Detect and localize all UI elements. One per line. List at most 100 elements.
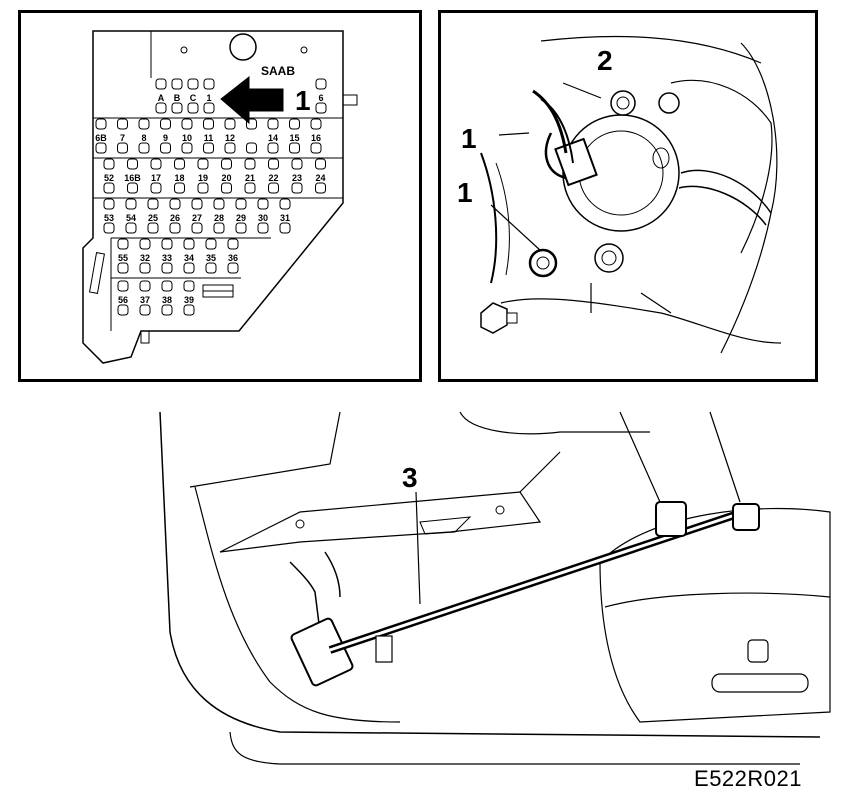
fuse-slot (291, 158, 303, 170)
callout-1-lower: 1 (457, 177, 473, 208)
fuse-slot (171, 78, 183, 90)
fuse-slot (169, 198, 181, 210)
fuse-label: 30 (258, 213, 268, 223)
fuse-slot (244, 158, 256, 170)
fuse-slot (213, 222, 225, 234)
fuse-slot (183, 304, 195, 316)
fuse-slot (117, 118, 128, 130)
fuse-label: 15 (289, 133, 299, 143)
fuse-slot (267, 118, 279, 130)
fuse-label: C (190, 93, 197, 103)
fuse-slot (246, 118, 257, 130)
engine-detail-panel: 2 1 1 (438, 10, 818, 382)
fuse-slot (197, 158, 209, 170)
fuse-label: 9 (163, 133, 168, 143)
fuse-slot (191, 222, 203, 234)
fuse-slot (139, 238, 151, 250)
fuse-slot (138, 118, 150, 130)
rod-end (732, 503, 760, 531)
fuse-label: 52 (104, 173, 114, 183)
fuse-slot (187, 102, 199, 114)
fuse-label: 32 (140, 253, 150, 263)
fuse-label: 8 (141, 133, 146, 143)
fuse-slot (150, 182, 162, 194)
fuse-slot (155, 102, 167, 114)
fuse-slot (160, 118, 171, 130)
fuse-slot (103, 222, 115, 234)
fuse-label: 20 (221, 173, 231, 183)
fuse-slot (171, 102, 183, 114)
fuse-label: 23 (292, 173, 302, 183)
fuse-slot (291, 182, 303, 194)
fuse-slot (103, 182, 115, 194)
fuse-label: 26 (170, 213, 180, 223)
fuse-label: 22 (268, 173, 278, 183)
fuse-slot (203, 142, 214, 154)
fuse-slot (117, 142, 128, 154)
fuse-label: 38 (162, 295, 172, 305)
seat-detail-drawing: 3 E522R021 (0, 392, 864, 812)
fuse-slot (203, 102, 215, 114)
fuse-slot (181, 142, 193, 154)
floor-bracket (219, 491, 542, 553)
fuse-label: 33 (162, 253, 172, 263)
rod-clamp (655, 501, 687, 537)
fuse-label: 35 (206, 253, 216, 263)
fuse-slot (279, 198, 291, 210)
fuse-slot (127, 158, 138, 170)
pedal (290, 617, 354, 687)
fuse-label: A (158, 93, 165, 103)
fuse-slot (125, 222, 137, 234)
fuse-label: 16B (124, 173, 141, 183)
fuse-label: 36 (228, 253, 238, 263)
saab-logo: SAAB (261, 64, 295, 78)
fuse-label: 21 (245, 173, 255, 183)
fuse-slot (221, 182, 232, 194)
fuse-slot (95, 118, 107, 130)
fuse-label: 19 (198, 173, 208, 183)
callout-1-fuse: 1 (295, 85, 311, 116)
fuse-slot (138, 142, 150, 154)
fuse-slot (205, 262, 217, 274)
fuse-slot (257, 198, 269, 210)
fuse-slot (174, 158, 185, 170)
fuse-slot (117, 304, 129, 316)
fuse-slot (267, 142, 279, 154)
fuse-label: 11 (204, 133, 214, 143)
door-sill (159, 411, 821, 738)
fuse-slot (139, 262, 151, 274)
fuse-slot (160, 142, 171, 154)
callout-1-upper: 1 (461, 123, 477, 154)
fuse-label: 54 (126, 213, 136, 223)
fuse-label: 25 (148, 213, 158, 223)
fuse-slot (187, 78, 199, 90)
fuse-slot (139, 280, 151, 292)
fuse-slot (183, 238, 195, 250)
fuse-label: 1 (206, 93, 211, 103)
fuse-slot (117, 280, 129, 292)
fuse-slot (183, 280, 195, 292)
fuse-slot (213, 198, 225, 210)
fuse-label: 31 (280, 213, 290, 223)
fuse-slot (191, 198, 203, 210)
fuse-slot (315, 102, 327, 114)
arrow-icon (220, 75, 284, 125)
fuse-label: 6 (318, 93, 323, 103)
fuse-slot (155, 78, 167, 90)
fuse-slot (279, 222, 291, 234)
fuse-label: 7 (120, 133, 125, 143)
connector-1-lower (528, 248, 558, 278)
fuse-slot (315, 78, 327, 90)
fuse-slot (147, 198, 159, 210)
fuse-slot (246, 142, 257, 154)
fuse-label: 37 (140, 295, 150, 305)
fuse-slot (181, 118, 193, 130)
nut (658, 92, 680, 114)
fuse-slot (103, 158, 115, 170)
fuse-slot (203, 78, 215, 90)
fuse-slot (289, 142, 300, 154)
